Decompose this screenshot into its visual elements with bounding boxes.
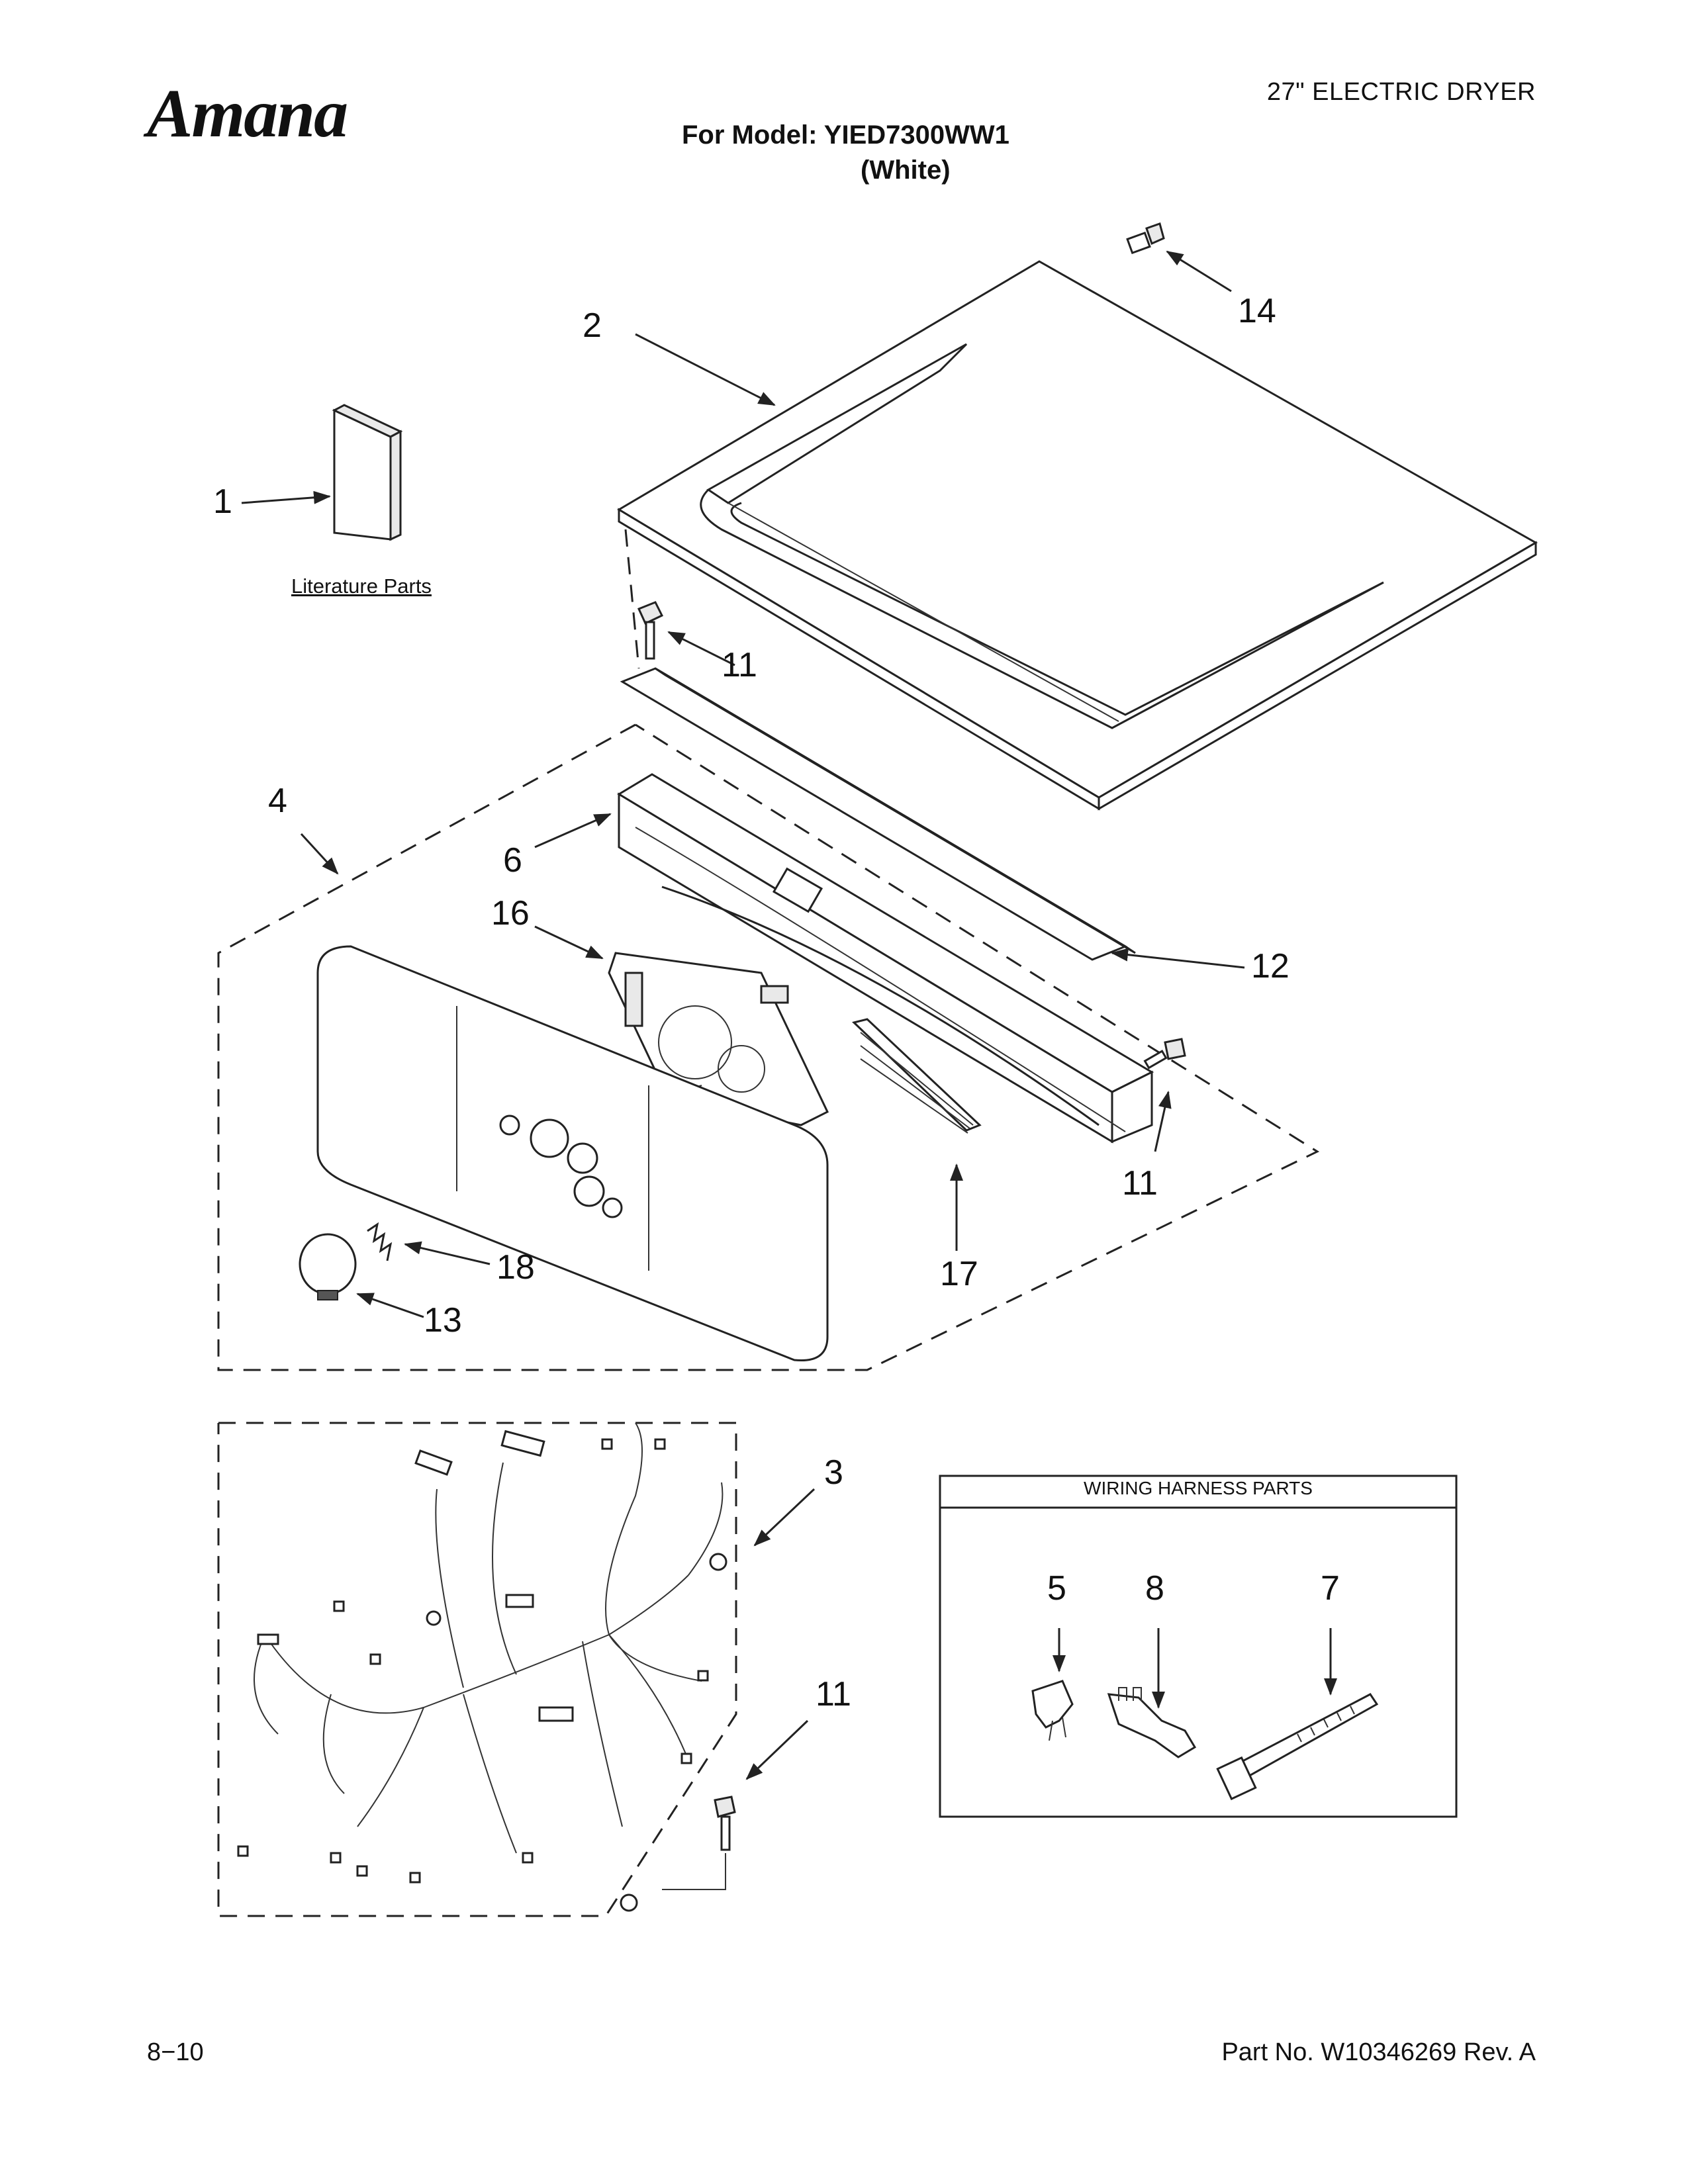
screw-11-right — [1143, 1038, 1186, 1069]
screw-11-upper — [637, 601, 664, 660]
leader-6 — [534, 813, 612, 848]
screw-14 — [1126, 222, 1165, 255]
color-variant: (White) — [861, 156, 951, 185]
leader-2 — [635, 333, 776, 406]
terminal-8 — [1107, 1687, 1197, 1758]
leader-11b — [1154, 1091, 1172, 1152]
knob-13 — [299, 1233, 357, 1300]
callout-4: 4 — [268, 782, 287, 820]
callout-11-right: 11 — [1122, 1164, 1158, 1203]
wiring-harness-box — [939, 1475, 1458, 1818]
callout-14: 14 — [1238, 292, 1276, 330]
callout-5: 5 — [1047, 1569, 1066, 1608]
document-type: 27" ELECTRIC DRYER — [1266, 78, 1536, 106]
brand-logo: Amana — [147, 75, 348, 152]
callout-1: 1 — [213, 482, 232, 521]
leader-1 — [241, 490, 331, 504]
callout-18: 18 — [496, 1248, 535, 1287]
leader-12 — [1111, 948, 1245, 969]
page-number: 8−10 — [147, 2038, 204, 2066]
literature-booklet — [332, 404, 403, 541]
console-front-panel — [316, 945, 829, 1362]
callout-7: 7 — [1321, 1569, 1340, 1608]
part-number: Part No. W10346269 Rev. A — [1221, 2038, 1536, 2066]
callout-3: 3 — [824, 1453, 843, 1492]
spring-18 — [367, 1222, 393, 1261]
leader-18 — [404, 1241, 491, 1265]
leader-11a — [667, 631, 735, 666]
callout-13: 13 — [424, 1301, 462, 1340]
cable-tie-7 — [1216, 1693, 1379, 1801]
leader-3 — [753, 1488, 816, 1547]
model-line: For Model: YIED7300WW1 — [682, 120, 1009, 150]
callout-17: 17 — [940, 1255, 978, 1293]
leader-16 — [534, 925, 604, 960]
callout-12: 12 — [1251, 947, 1289, 985]
console-frame — [617, 773, 1154, 1144]
top-panel — [617, 260, 1538, 811]
bracket-12 — [620, 667, 1136, 961]
callout-6: 6 — [503, 841, 522, 880]
callout-2: 2 — [583, 306, 602, 345]
harness-connector-17 — [852, 1018, 982, 1134]
callout-16: 16 — [491, 894, 530, 933]
leader-13 — [356, 1293, 424, 1318]
leader-4 — [300, 833, 339, 875]
wiring-harness-title: WIRING HARNESS PARTS — [1084, 1478, 1313, 1498]
literature-parts-label: Literature Parts — [291, 574, 432, 598]
screw-11-lower — [714, 1796, 736, 1851]
leader-14 — [1166, 250, 1232, 293]
callout-11-upper: 11 — [722, 646, 757, 684]
clip-5 — [1031, 1680, 1074, 1741]
leader-11c — [745, 1719, 809, 1780]
callout-11-lower: 11 — [816, 1675, 851, 1713]
callout-8: 8 — [1145, 1569, 1164, 1608]
main-wiring-harness — [237, 1422, 727, 1912]
